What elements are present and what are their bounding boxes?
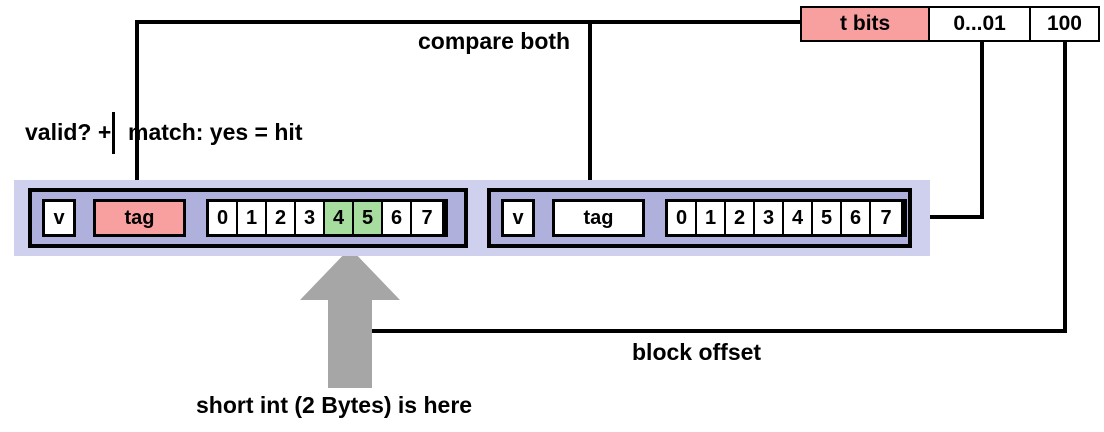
divider-valid-match [112,112,115,154]
left-valid-bit[interactable]: v [42,199,76,237]
right-byte-6-label: 6 [849,206,862,229]
right-byte-7[interactable]: 7 [871,202,901,234]
left-byte-3[interactable]: 3 [296,202,325,234]
wire-index-vertical [980,40,984,218]
valid-label: valid? + [25,119,112,145]
wire-offset-vertical [1063,40,1067,332]
right-valid-bit-label: v [512,206,524,229]
left-byte-3-label: 3 [303,206,316,229]
right-valid-bit[interactable]: v [501,199,535,237]
wire-index-horizontal [928,215,984,219]
right-byte-1-label: 1 [704,206,717,229]
right-tag-label: tag [583,206,614,229]
left-byte-0-label: 0 [216,206,229,229]
left-byte-4-label: 4 [332,206,345,229]
match-hit-label: match: yes = hit [128,119,303,145]
left-data-block[interactable]: 0 1 2 3 4 5 6 7 [206,199,448,237]
right-byte-2[interactable]: 2 [726,202,755,234]
left-byte-4[interactable]: 4 [325,202,354,234]
left-byte-7[interactable]: 7 [412,202,442,234]
left-tag-label: tag [124,206,155,229]
right-byte-2-label: 2 [733,206,746,229]
right-byte-5[interactable]: 5 [813,202,842,234]
block-offset-label: block offset [632,339,762,365]
left-byte-1[interactable]: 1 [238,202,267,234]
right-byte-6[interactable]: 6 [842,202,871,234]
address-cell-tag-label: t bits [840,12,891,35]
left-valid-bit-label: v [53,206,65,229]
address-bar: t bits 0...01 100 [800,6,1100,42]
gray-up-arrow [300,248,400,388]
address-cell-tag: t bits [802,8,931,40]
left-byte-2-label: 2 [274,206,287,229]
address-cell-offset-label: 100 [1046,12,1082,35]
right-byte-4-label: 4 [791,206,804,229]
right-cache-line[interactable]: v tag 0 1 2 3 4 5 6 7 [487,188,912,248]
wire-rail-to-right-tag [588,20,592,205]
left-byte-7-label: 7 [421,206,433,229]
right-data-block[interactable]: 0 1 2 3 4 5 6 7 [665,199,907,237]
right-byte-7-label: 7 [880,206,892,229]
left-byte-5-label: 5 [361,206,374,229]
short-int-here-label: short int (2 Bytes) is here [196,392,473,418]
address-cell-offset: 100 [1030,8,1098,40]
left-byte-2[interactable]: 2 [267,202,296,234]
compare-both-label: compare both [418,28,571,54]
left-cache-line[interactable]: v tag 0 1 2 3 4 5 6 7 [28,188,468,248]
left-tag-field[interactable]: tag [93,199,186,237]
right-tag-field[interactable]: tag [552,199,645,237]
right-byte-0[interactable]: 0 [668,202,697,234]
right-byte-5-label: 5 [820,206,833,229]
left-byte-1-label: 1 [245,206,258,229]
right-byte-1[interactable]: 1 [697,202,726,234]
address-cell-index-label: 0...01 [953,12,1006,35]
left-byte-6-label: 6 [390,206,403,229]
address-cell-index: 0...01 [930,8,1031,40]
right-byte-3[interactable]: 3 [755,202,784,234]
right-byte-3-label: 3 [762,206,775,229]
wire-rail-to-left-tag [135,20,139,205]
left-byte-0[interactable]: 0 [209,202,238,234]
left-byte-6[interactable]: 6 [383,202,412,234]
left-byte-5[interactable]: 5 [354,202,383,234]
wire-offset-horizontal [352,329,1067,333]
right-byte-4[interactable]: 4 [784,202,813,234]
right-byte-0-label: 0 [675,206,688,229]
wire-tag-to-address-horizontal [135,20,801,24]
